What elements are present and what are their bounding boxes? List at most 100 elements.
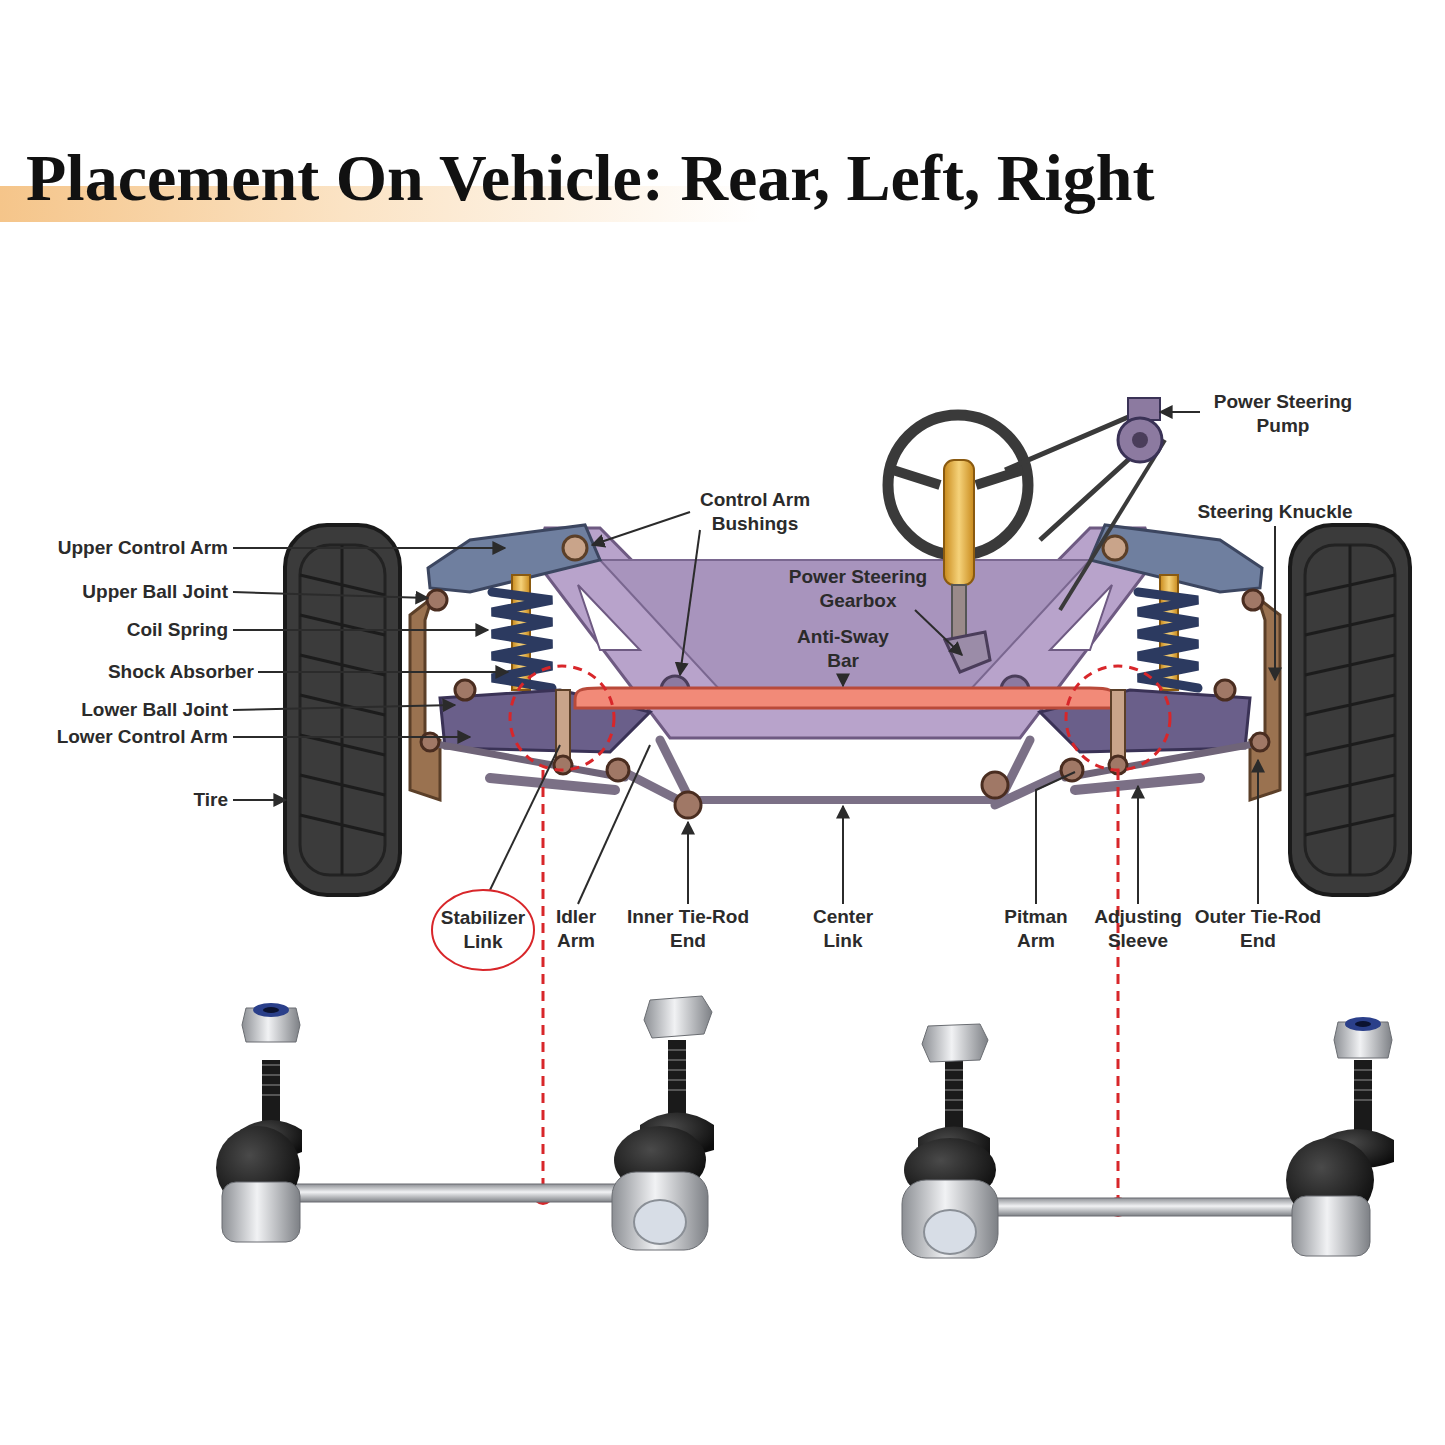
part-label: Steering Knuckle <box>1175 500 1375 524</box>
part-label: Idler Arm <box>546 905 606 953</box>
leader-line-part <box>1274 526 1276 680</box>
steering-linkage-part <box>1065 742 1265 778</box>
steering-system-part <box>944 460 974 585</box>
part-label: Upper Control Arm <box>8 536 228 560</box>
stabilizer-link-photo-part <box>668 1040 686 1120</box>
part-label: Shock Absorber <box>14 660 254 684</box>
leader-line-part <box>1036 772 1075 904</box>
stabilizer-link-photo-part <box>945 1070 963 1110</box>
stabilizer-link-photo <box>902 1017 1394 1258</box>
steering-linkage-part <box>675 792 701 818</box>
stabilizer-link-photo-part <box>945 1060 963 1135</box>
pointer-line <box>533 770 1128 1217</box>
lower-control-arm-part <box>1215 680 1235 700</box>
node-text-wrap: Stabilizer Link <box>430 888 536 972</box>
part-label: Upper Ball Joint <box>8 580 228 604</box>
node-text: Stabilizer Link <box>435 906 531 954</box>
page-title: Placement On Vehicle: Rear, Left, Right <box>26 138 1155 218</box>
leader-line-part <box>842 675 844 686</box>
upper-control-arm-part <box>1103 536 1127 560</box>
leader-line-part <box>1160 411 1200 413</box>
part-label: Center Link <box>803 905 883 953</box>
stabilizer-link-photo-part <box>262 1060 280 1130</box>
tire-part <box>1305 545 1395 875</box>
ellipse-outline-shape <box>432 890 534 970</box>
leader-line-part <box>680 530 700 675</box>
steering-linkage-part <box>688 796 995 804</box>
steering-linkage-part <box>421 733 439 751</box>
subframe-part <box>535 528 1155 738</box>
circled-label: Stabilizer Link <box>430 888 536 972</box>
upper-control-arm-part <box>427 590 447 610</box>
leader-line-part <box>233 592 428 598</box>
part-label: Tire <box>8 788 228 812</box>
part-label: Adjusting Sleeve <box>1088 905 1188 953</box>
pointer-line-part <box>542 770 545 1195</box>
stabilizer-link-photo-part <box>612 1172 708 1250</box>
steering-knuckle-part <box>410 598 440 800</box>
steering-system-part <box>952 585 966 640</box>
anti-sway-bar <box>554 688 1127 774</box>
leader-line-part <box>915 610 962 655</box>
leader-line-part <box>1257 760 1259 904</box>
upper-control-arm-part <box>1243 590 1263 610</box>
tire-part <box>1290 525 1410 895</box>
pointer-line-part <box>1117 770 1120 1207</box>
highlight-circle-part <box>1066 666 1170 770</box>
lower-control-arm-part <box>455 680 475 700</box>
highlight-circle <box>510 666 1170 770</box>
leader-line-part <box>233 736 470 738</box>
part-label: Control Arm Bushings <box>680 488 830 536</box>
part-label: Outer Tie-Rod End <box>1188 905 1328 953</box>
leader-line-part <box>233 799 286 801</box>
tire-part <box>285 525 400 895</box>
stabilizer-link-photo-part <box>262 1065 280 1095</box>
steering-linkage-part <box>425 742 625 778</box>
leader-line-part <box>592 512 690 545</box>
coil-spring-part <box>492 592 552 688</box>
stabilizer-link-photo-part <box>902 1180 998 1258</box>
part-label: Lower Control Arm <box>8 725 228 749</box>
stabilizer-link-photo-part <box>263 1007 279 1013</box>
steering-linkage-part <box>982 772 1008 798</box>
steering-system-part <box>1132 432 1148 448</box>
steering-linkage <box>421 733 1269 818</box>
steering-system-part <box>1060 440 1165 610</box>
stabilizer-link-photo-part <box>1354 1070 1372 1100</box>
leader-line-part <box>233 629 488 631</box>
steering-system-part <box>1128 398 1160 420</box>
steering-system-part <box>1118 418 1162 462</box>
leader-line <box>233 412 1275 904</box>
stabilizer-link-photo-part <box>222 1182 300 1242</box>
anti-sway-bar-part <box>575 688 1115 708</box>
stabilizer-link-photo-part <box>644 996 712 1038</box>
leader-line-part <box>490 745 560 890</box>
stabilizer-link-photo-part <box>1345 1017 1381 1031</box>
stabilizer-link-photo-part <box>634 1200 686 1244</box>
steering-linkage-part <box>490 778 1200 790</box>
tire-part <box>1305 545 1395 875</box>
upper-control-arm-part <box>563 536 587 560</box>
steering-system-part <box>945 632 990 672</box>
stabilizer-link-photo-part <box>1292 1196 1370 1256</box>
leader-line-part <box>258 671 508 673</box>
steering-system <box>888 398 1165 672</box>
leader-line-part <box>578 745 650 904</box>
subframe-part <box>578 585 640 650</box>
stabilizer-link-photo <box>216 996 714 1250</box>
stabilizer-link-photo-part <box>668 1050 686 1090</box>
part-label: Inner Tie-Rod End <box>618 905 758 953</box>
ellipse-outline <box>430 888 536 972</box>
stabilizer-link-photo-part <box>922 1024 988 1062</box>
stabilizer-link-photo-part <box>253 1003 289 1017</box>
part-label: Power Steering Pump <box>1188 390 1378 438</box>
tire <box>285 525 1410 895</box>
steering-linkage-part <box>1251 733 1269 751</box>
stabilizer-link-photo-part <box>1354 1060 1372 1140</box>
stabilizer-link-photo-part <box>924 1210 976 1254</box>
stabilizer-link-photo-part <box>985 1198 1300 1216</box>
leader-line-part <box>233 547 505 549</box>
subframe-part <box>1050 585 1112 650</box>
leader-line-part <box>1137 786 1139 904</box>
